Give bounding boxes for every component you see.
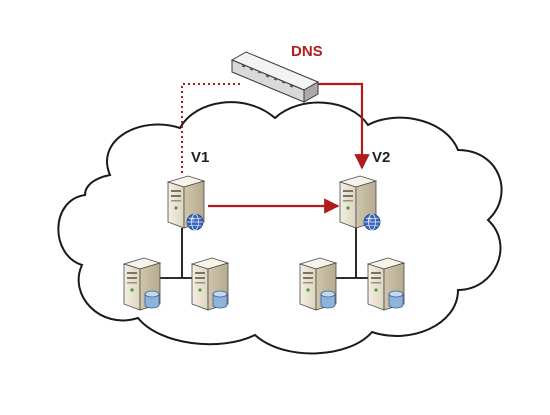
right-db-server-1 bbox=[299, 257, 337, 311]
v1-label: V1 bbox=[191, 149, 209, 166]
database-cylinder-icon bbox=[388, 290, 404, 309]
left-db-server-1 bbox=[123, 257, 161, 311]
database-cylinder-icon bbox=[212, 290, 228, 309]
database-cylinder-icon bbox=[144, 290, 160, 309]
network-cloud bbox=[57, 101, 503, 355]
dns-to-v2-link bbox=[312, 82, 370, 170]
v2-server bbox=[339, 175, 381, 231]
v1-server bbox=[167, 175, 205, 231]
dns-switch-icon bbox=[230, 51, 320, 103]
v2-label: V2 bbox=[372, 149, 390, 166]
database-cylinder-icon bbox=[320, 290, 336, 309]
right-db-server-2 bbox=[367, 257, 405, 311]
dns-label: DNS bbox=[291, 43, 323, 60]
globe-icon bbox=[363, 213, 381, 231]
left-db-server-2 bbox=[191, 257, 229, 311]
globe-icon bbox=[186, 213, 204, 231]
